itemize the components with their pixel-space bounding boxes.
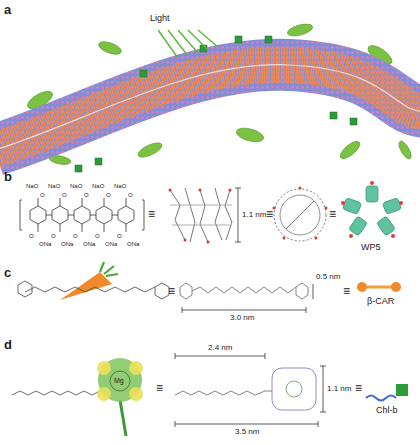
- atom-label: NaO: [26, 183, 38, 189]
- atom-label: NaO: [92, 183, 104, 189]
- atom-label: NaO: [70, 183, 82, 189]
- molecule-name: WP5: [361, 243, 381, 252]
- atom-label: O: [29, 233, 34, 239]
- atom-label: ONa: [61, 241, 73, 247]
- atom-label: ONa: [127, 241, 139, 247]
- dimension-label: 1.1 nm: [327, 385, 351, 393]
- wp5-icon: [341, 181, 403, 238]
- dimension-label: 0.5 nm: [316, 273, 340, 281]
- atom-label: O: [84, 192, 89, 198]
- dimension-label: 3.0 nm: [230, 314, 254, 322]
- atom-label: O: [73, 233, 78, 239]
- top-view: [273, 187, 328, 242]
- atom-label: O: [95, 233, 100, 239]
- panel-letter: d: [4, 338, 12, 351]
- panel-letter: a: [4, 3, 11, 16]
- wp5-structure: [20, 198, 144, 232]
- atom-label: Mg: [114, 377, 124, 384]
- carrot: [18, 262, 169, 300]
- bilayer: [0, 65, 420, 150]
- dimension-label: 3.5 nm: [235, 428, 259, 436]
- panel-letter: c: [4, 266, 11, 279]
- light-rays: [158, 30, 218, 58]
- atom-label: O: [128, 192, 133, 198]
- beta-carotene-model: [180, 283, 313, 313]
- atom-label: O: [106, 192, 111, 198]
- molecule-name: β-CAR: [367, 297, 394, 306]
- atom-label: ONa: [105, 241, 117, 247]
- dimension-label: 1.1 nm: [242, 211, 266, 219]
- equivalence-sign: ≡: [355, 382, 362, 394]
- chlorophyll: [12, 358, 143, 436]
- atom-label: O: [51, 233, 56, 239]
- equivalence-sign: ≡: [329, 208, 336, 220]
- equivalence-sign: ≡: [343, 285, 350, 297]
- light-label: Light: [150, 14, 170, 23]
- side-view: [169, 188, 242, 244]
- equivalence-sign: ≡: [148, 208, 155, 220]
- chlorophyll-model: [175, 353, 326, 427]
- equivalence-sign: ≡: [266, 208, 273, 220]
- dimension-label: 2.4 nm: [208, 344, 232, 352]
- beta-car-icon: [357, 282, 401, 292]
- atom-label: NaO: [48, 183, 60, 189]
- molecule-name: Chl-b: [376, 406, 398, 415]
- panel-letter: b: [4, 170, 12, 183]
- atom-label: ONa: [83, 241, 95, 247]
- atom-label: O: [62, 192, 67, 198]
- atom-label: ONa: [39, 241, 51, 247]
- equivalence-sign: ≡: [156, 382, 163, 394]
- chl-b-icon: [366, 384, 408, 401]
- equivalence-sign: ≡: [168, 285, 175, 297]
- atom-label: O: [117, 233, 122, 239]
- atom-label: O: [40, 192, 45, 198]
- chlorophyll-marks: [75, 36, 357, 172]
- atom-label: NaO: [114, 183, 126, 189]
